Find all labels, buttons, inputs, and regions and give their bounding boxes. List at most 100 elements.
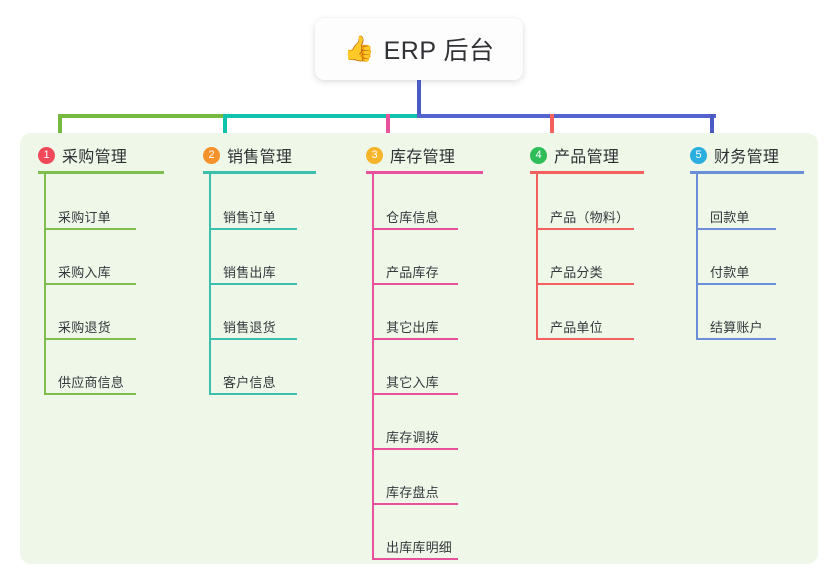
branch-item[interactable]: 仓库信息 (372, 198, 458, 230)
branch-item-rule (372, 448, 458, 450)
branch-header-rule-purchase (38, 171, 164, 174)
branch-spine-finance (696, 174, 698, 339)
hbar-teal (225, 114, 419, 118)
branch-item-label: 产品分类 (550, 265, 603, 280)
branch-item-label: 销售退货 (223, 320, 276, 335)
drop-purchase (58, 114, 62, 145)
branch-number-badge-sales: 2 (203, 146, 220, 164)
branch-item[interactable]: 销售退货 (209, 308, 297, 340)
branch-item-label: 销售出库 (223, 265, 276, 280)
branch-number-badge-product: 4 (530, 146, 547, 164)
branch-item-rule (209, 283, 297, 285)
branch-item[interactable]: 产品（物料） (536, 198, 634, 230)
trunk-line (417, 80, 421, 118)
branch-item-label: 采购入库 (58, 265, 111, 280)
branch-header-sales[interactable]: 2 销售管理 (203, 143, 292, 167)
branch-title-sales: 销售管理 (227, 149, 293, 166)
branch-item-label: 客户信息 (223, 375, 276, 390)
branch-item-label: 仓库信息 (386, 210, 439, 225)
branch-item-rule (372, 503, 458, 505)
branch-number-badge-inventory: 3 (366, 146, 383, 164)
branch-item[interactable]: 出库库明细 (372, 528, 458, 560)
branch-item[interactable]: 产品库存 (372, 253, 458, 285)
branch-header-rule-sales (203, 171, 316, 174)
drop-inventory (386, 114, 390, 145)
branch-item-rule (696, 228, 776, 230)
branch-item[interactable]: 采购入库 (44, 253, 136, 285)
branch-item[interactable]: 库存盘点 (372, 473, 458, 505)
branch-item-label: 产品库存 (386, 265, 439, 280)
branch-column-purchase: 1 采购管理采购订单采购入库采购退货供应商信息 (20, 133, 185, 588)
branch-item[interactable]: 回款单 (696, 198, 776, 230)
branch-item-label: 其它入库 (386, 375, 439, 390)
branch-item-label: 产品单位 (550, 320, 603, 335)
branch-header-rule-finance (690, 171, 804, 174)
branch-item[interactable]: 采购退货 (44, 308, 136, 340)
branch-item-label: 销售订单 (223, 210, 276, 225)
branch-item-rule (536, 228, 634, 230)
branch-header-rule-inventory (366, 171, 483, 174)
branch-spine-product (536, 174, 538, 339)
branch-header-inventory[interactable]: 3 库存管理 (366, 143, 455, 167)
branch-item[interactable]: 销售出库 (209, 253, 297, 285)
branches-panel (20, 133, 818, 564)
drop-sales (223, 114, 227, 145)
branch-item-rule (44, 393, 136, 395)
branch-item[interactable]: 其它出库 (372, 308, 458, 340)
branch-item-label: 产品（物料） (550, 210, 630, 225)
branch-header-rule-product (530, 171, 644, 174)
branch-title-inventory: 库存管理 (390, 149, 456, 166)
branch-title-purchase: 采购管理 (62, 149, 128, 166)
branch-item-rule (372, 338, 458, 340)
branch-item-rule (44, 228, 136, 230)
branch-item[interactable]: 付款单 (696, 253, 776, 285)
branch-item[interactable]: 客户信息 (209, 363, 297, 395)
branch-item-rule (536, 338, 634, 340)
branch-number-badge-purchase: 1 (38, 146, 55, 164)
branch-item[interactable]: 产品分类 (536, 253, 634, 285)
branch-item[interactable]: 供应商信息 (44, 363, 136, 395)
branch-item[interactable]: 销售订单 (209, 198, 297, 230)
branch-item-label: 采购订单 (58, 210, 111, 225)
drop-finance (710, 114, 714, 145)
branch-item[interactable]: 库存调拨 (372, 418, 458, 450)
branch-item-rule (536, 283, 634, 285)
branch-item-label: 库存调拨 (386, 430, 439, 445)
branch-item-rule (372, 228, 458, 230)
branch-item-rule (372, 558, 458, 560)
branch-item-label: 结算账户 (710, 320, 763, 335)
branch-item[interactable]: 产品单位 (536, 308, 634, 340)
branch-item-label: 付款单 (710, 265, 750, 280)
branch-item-rule (696, 283, 776, 285)
root-node-label: ERP 后台 (383, 37, 495, 65)
branch-item[interactable]: 其它入库 (372, 363, 458, 395)
branch-header-purchase[interactable]: 1 采购管理 (38, 143, 127, 167)
branch-item-rule (209, 393, 297, 395)
branch-column-product: 4 产品管理产品（物料） 产品分类产品单位 (512, 133, 672, 588)
branch-item[interactable]: 采购订单 (44, 198, 136, 230)
branch-item-label: 出库库明细 (386, 540, 453, 555)
branch-item-rule (372, 283, 458, 285)
branch-column-inventory: 3 库存管理仓库信息产品库存其它出库其它入库库存调拨库存盘点出库库明细 (348, 133, 512, 588)
branch-item-label: 库存盘点 (386, 485, 439, 500)
branch-item-rule (372, 393, 458, 395)
branch-item-rule (44, 283, 136, 285)
branch-spine-inventory (372, 174, 374, 559)
branch-item-rule (696, 338, 776, 340)
branch-item[interactable]: 结算账户 (696, 308, 776, 340)
root-node-erp-backend[interactable]: 👍 ERP 后台 (315, 18, 523, 80)
branch-item-label: 供应商信息 (58, 375, 125, 390)
branch-item-label: 回款单 (710, 210, 750, 225)
branch-column-sales: 2 销售管理销售订单销售出库销售退货客户信息 (185, 133, 348, 588)
branch-item-rule (209, 228, 297, 230)
hbar-green (58, 114, 225, 118)
branch-title-product: 产品管理 (554, 149, 620, 166)
branch-item-label: 其它出库 (386, 320, 439, 335)
thumbs-up-icon: 👍 (343, 34, 375, 63)
drop-product (550, 114, 554, 145)
branch-item-rule (209, 338, 297, 340)
branch-header-product[interactable]: 4 产品管理 (530, 143, 619, 167)
